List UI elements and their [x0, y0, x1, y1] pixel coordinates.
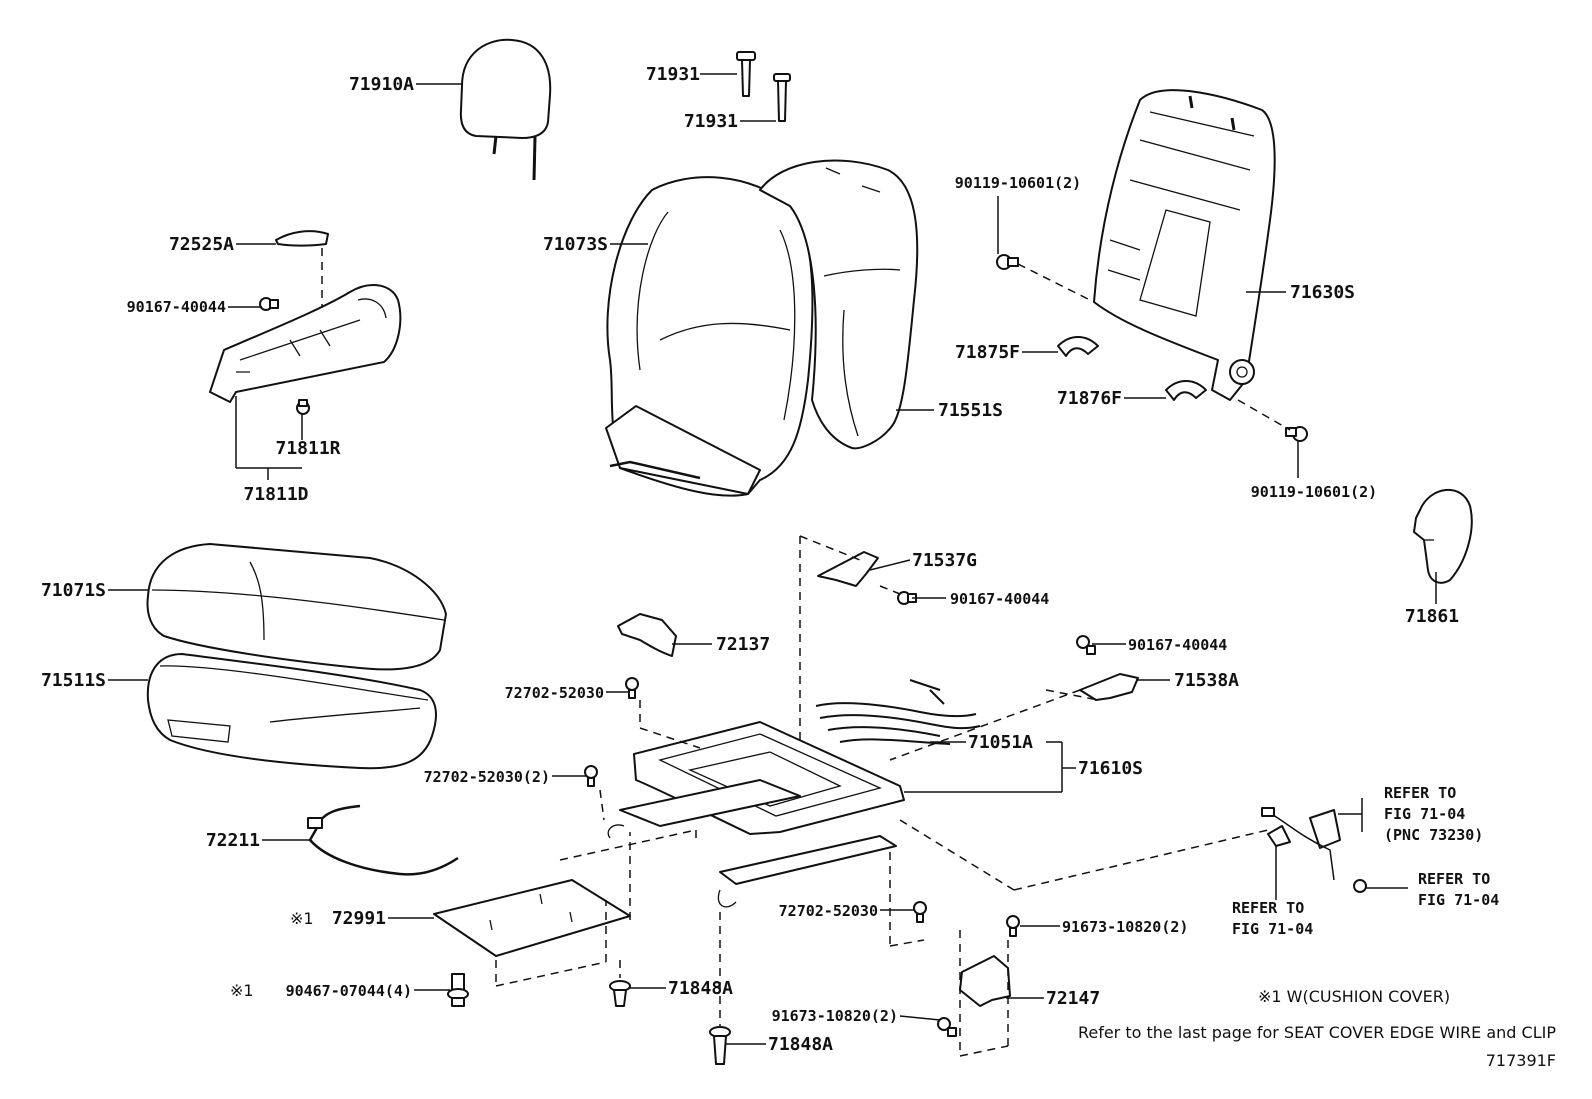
label-71537G: 71537G	[912, 550, 977, 571]
label-71511S: 71511S	[41, 670, 106, 691]
label-71931-lower: 71931	[684, 111, 738, 132]
wire-harness-drawing	[307, 804, 459, 876]
label-72702-52030-a: 72702-52030	[505, 684, 604, 702]
label-91673-10820-a: 91673-10820(2)	[1062, 918, 1188, 936]
label-refer-3-line1: REFER TO	[1232, 899, 1304, 917]
label-71551S: 71551S	[938, 400, 1003, 421]
hinge-cover-drawings	[1057, 336, 1207, 401]
label-refer-1-line1: REFER TO	[1384, 784, 1456, 802]
labels: 71910A 71931 71931 72525A 90167-40044 71…	[41, 64, 1499, 1055]
label-71630S: 71630S	[1290, 282, 1355, 303]
label-71538A: 71538A	[1174, 670, 1239, 691]
label-71071S: 71071S	[41, 580, 106, 601]
bracket-right-drawing	[1079, 673, 1139, 701]
label-72211: 72211	[206, 830, 260, 851]
label-71610S: 71610S	[1078, 758, 1143, 779]
leader-lines	[108, 73, 1437, 1045]
screw-drawings-left	[259, 297, 310, 415]
label-90167-40044-top: 90167-40044	[950, 590, 1049, 608]
label-72137: 72137	[716, 634, 770, 655]
support-drawing	[736, 51, 791, 122]
label-71811R: 71811R	[275, 438, 340, 459]
label-refer-2-line1: REFER TO	[1418, 870, 1490, 888]
label-71848A-a: 71848A	[668, 978, 733, 999]
label-mark-72991: ※1	[290, 909, 314, 928]
back-cover-drawing	[605, 176, 814, 497]
label-72702-52030-b: 72702-52030(2)	[424, 768, 550, 786]
label-71931-upper: 71931	[646, 64, 700, 85]
bracket-top-drawing	[817, 551, 879, 587]
back-frame-drawing	[1093, 89, 1276, 401]
label-90167-40044-right: 90167-40044	[1128, 636, 1227, 654]
label-71875F: 71875F	[955, 342, 1020, 363]
label-72147: 72147	[1046, 988, 1100, 1009]
label-71848A-b: 71848A	[768, 1034, 833, 1055]
label-90167-40044-shield: 90167-40044	[127, 298, 226, 316]
label-mark-90467: ※1	[230, 981, 254, 1000]
cushion-cover-drawing	[146, 543, 447, 671]
label-71051A: 71051A	[968, 732, 1033, 753]
back-bolt-drawings	[996, 254, 1308, 442]
headrest-drawing	[459, 38, 552, 181]
label-91673-10820-b: 91673-10820(2)	[772, 1007, 898, 1025]
label-90467-07044: 90467-07044(4)	[286, 982, 412, 1000]
bracket-72147-drawing	[959, 955, 1011, 1007]
shield-drawing	[209, 284, 402, 403]
recliner-cover-drawing	[1413, 489, 1473, 584]
label-refer-1-line2: FIG 71-04	[1384, 805, 1465, 823]
label-90119-10601-top: 90119-10601(2)	[955, 174, 1081, 192]
seat-belt-buckle-drawing	[1261, 807, 1367, 893]
label-72702-52030-c: 72702-52030	[779, 902, 878, 920]
clip-under-drawing	[447, 973, 469, 1007]
label-90119-10601-bottom: 90119-10601(2)	[1251, 483, 1377, 501]
cushion-pad-drawing	[146, 653, 437, 770]
under-cover-drawing	[433, 879, 631, 957]
label-71861: 71861	[1405, 606, 1459, 627]
shield-cover-drawing	[275, 230, 329, 247]
spring-assy-drawing	[815, 679, 981, 745]
label-refer-2-line2: FIG 71-04	[1418, 891, 1499, 909]
footer-note: Refer to the last page for SEAT COVER ED…	[1078, 1023, 1556, 1042]
label-71876F: 71876F	[1057, 388, 1122, 409]
clip-71848-drawings	[609, 980, 731, 1065]
dashed-lines	[321, 248, 1291, 1057]
legend-note: ※1 W(CUSHION COVER)	[1258, 987, 1450, 1006]
label-71811D: 71811D	[243, 484, 308, 505]
label-72991: 72991	[332, 908, 386, 929]
cushion-frame-drawing	[607, 721, 905, 908]
label-72525A: 72525A	[169, 234, 234, 255]
frame-screw-drawings	[584, 591, 1096, 1037]
label-refer-3-line2: FIG 71-04	[1232, 920, 1313, 938]
label-refer-1-line3: (PNC 73230)	[1384, 826, 1483, 844]
label-71073S: 71073S	[543, 234, 608, 255]
back-pad-drawing	[759, 159, 919, 450]
cover-72137-drawing	[617, 613, 677, 657]
notes: ※1 W(CUSHION COVER) Refer to the last pa…	[1078, 987, 1556, 1070]
label-71910A: 71910A	[349, 74, 414, 95]
illustration-id: 717391F	[1486, 1051, 1556, 1070]
